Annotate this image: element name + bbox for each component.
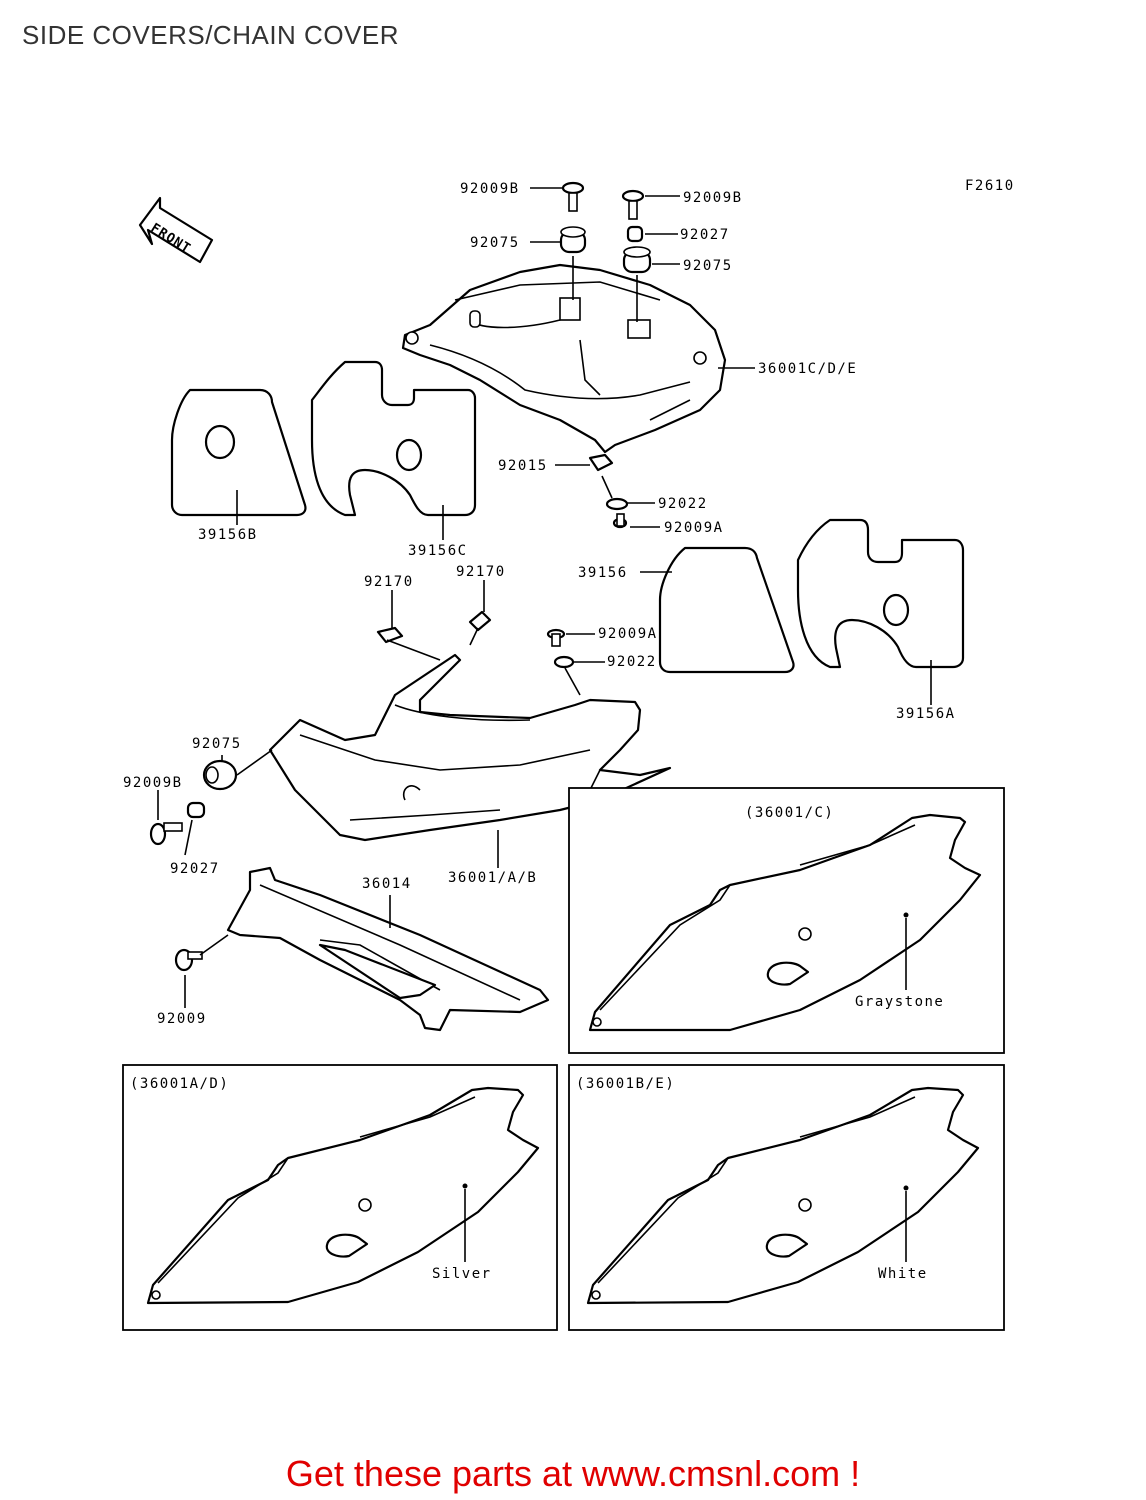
bolt-92009B-left [149,822,183,846]
inset-color: Graystone [855,994,944,1010]
chain-cover-36014 [226,866,550,1032]
page-title: SIDE COVERS/CHAIN COVER [22,20,400,50]
pad-39156A [796,518,965,669]
label-92075: 92075 [470,235,520,251]
collar-92027-top [626,225,644,243]
label-39156C: 39156C [408,543,468,559]
washer-92022-upper [605,497,629,511]
label-92015: 92015 [498,458,548,474]
label-92027: 92027 [680,227,730,243]
seat-cowl-36001 [401,263,727,454]
inset-code: (36001B/E) [576,1076,675,1092]
label-92009B: 92009B [123,775,183,791]
grommet-92075-top-right [622,246,652,274]
bolt-92009-chain [174,948,203,972]
inset-36001-b-e: (36001B/E) White [568,1064,1005,1331]
collar-92027-left [186,801,206,819]
label-92009B: 92009B [460,181,520,197]
label-92075: 92075 [683,258,733,274]
label-92009A: 92009A [664,520,724,536]
bolt-92009B-top-right [621,189,645,220]
clip-92170-right [468,610,492,632]
label-92170: 92170 [456,564,506,580]
label-36001C-D-E: 36001C/D/E [758,361,857,377]
label-92009: 92009 [157,1011,207,1027]
label-39156B: 39156B [198,527,258,543]
clip-92015 [588,453,614,472]
promo-link[interactable]: Get these parts at www.cmsnl.com ! [285,1453,861,1494]
label-92022: 92022 [658,496,708,512]
pad-39156C [310,360,477,517]
label-92009B: 92009B [683,190,743,206]
label-39156A: 39156A [896,706,956,722]
clip-92170-left [376,626,404,644]
grommet-92075-top-left [559,226,587,254]
label-92009A: 92009A [598,626,658,642]
label-92075: 92075 [192,736,242,752]
front-arrow-icon: FRONT [138,196,214,264]
pad-39156 [658,546,795,674]
bolt-92009A-upper [612,513,628,529]
washer-92022-lower [553,655,575,669]
grommet-92075-left [202,759,238,791]
inset-36001-c: (36001/C) Graystone [568,787,1005,1054]
label-92027: 92027 [170,861,220,877]
inset-color: White [878,1266,928,1282]
bolt-92009A-lower [546,628,566,647]
pad-39156B [170,388,307,517]
label-92170: 92170 [364,574,414,590]
label-92022: 92022 [607,654,657,670]
inset-code: (36001/C) [745,805,834,821]
figure-code: F2610 [965,178,1015,194]
label-39156: 39156 [578,565,628,581]
inset-36001-a-d: (36001A/D) Silver [122,1064,558,1331]
inset-color: Silver [432,1266,492,1282]
bolt-92009B-top-left [561,181,585,212]
label-36014: 36014 [362,876,412,892]
label-36001-A-B: 36001/A/B [448,870,537,886]
inset-code: (36001A/D) [130,1076,229,1092]
